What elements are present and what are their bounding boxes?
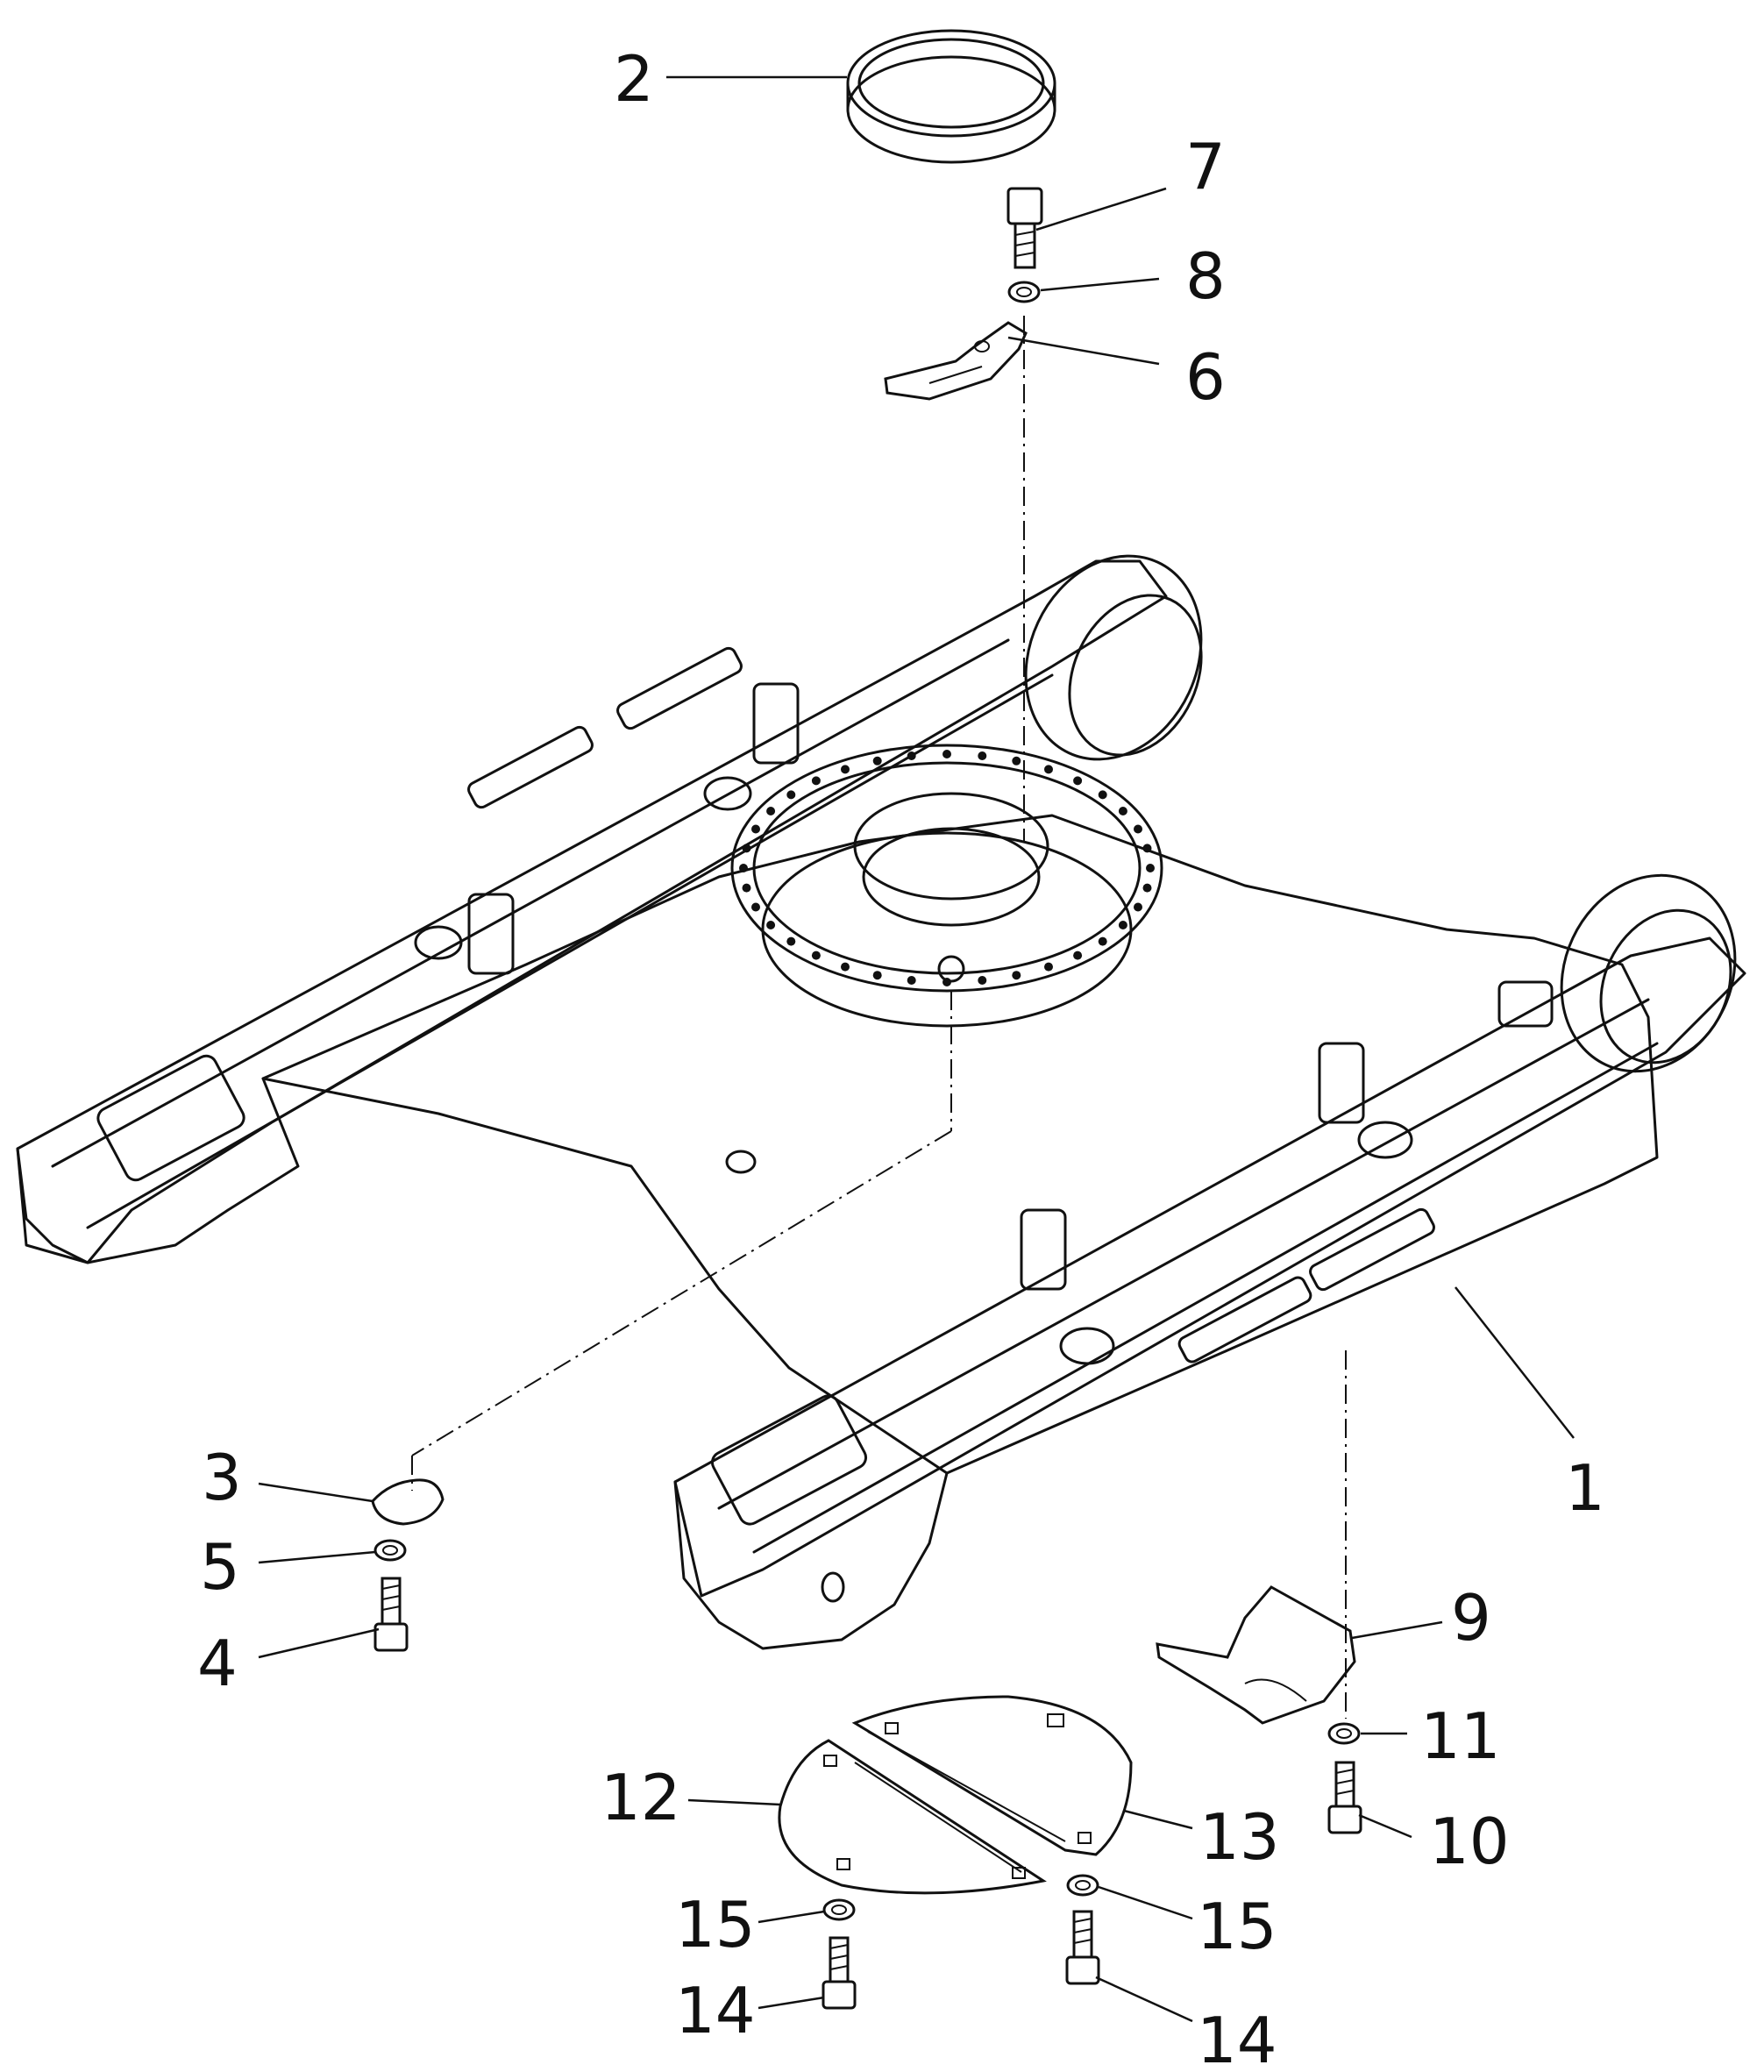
bolt-hole <box>1142 844 1152 853</box>
bolt-hole <box>1118 921 1127 929</box>
callout-12: 12 <box>601 1761 681 1834</box>
callout-15-right: 15 <box>1197 1890 1277 1963</box>
part-4-bolt <box>373 1577 409 1652</box>
part-6-bracket <box>884 321 1028 401</box>
part-14-bolt-right <box>1065 1910 1100 1985</box>
bolt-hole <box>1012 971 1021 980</box>
bolt-hole <box>1142 883 1152 893</box>
bolt-hole <box>1134 824 1142 834</box>
bolt-hole <box>942 750 951 758</box>
swing-circle-bolt-holes <box>739 750 1155 986</box>
part-15-washer-right <box>1066 1874 1099 1897</box>
callout-8: 8 <box>1185 239 1226 313</box>
bolt-hole <box>872 756 882 765</box>
bolt-hole <box>907 976 916 985</box>
bolt-hole <box>1073 776 1083 786</box>
bolt-hole <box>786 936 796 946</box>
part-9-bracket <box>1156 1585 1356 1725</box>
callout-13: 13 <box>1199 1800 1280 1874</box>
part-10-bolt <box>1327 1761 1362 1834</box>
bolt-hole <box>786 790 796 800</box>
part-13-cover-half <box>851 1695 1133 1856</box>
callout-4: 4 <box>197 1627 238 1700</box>
bolt-hole <box>978 976 987 985</box>
part-5-washer <box>373 1539 407 1562</box>
bolt-hole <box>751 902 760 912</box>
callout-2: 2 <box>614 42 654 116</box>
part-14-bolt-left <box>822 1936 857 2010</box>
bolt-hole <box>1044 962 1053 972</box>
callout-15-left: 15 <box>675 1888 756 1962</box>
leader-lines <box>258 75 1575 2023</box>
bolt-hole <box>872 971 882 980</box>
callout-10: 10 <box>1429 1805 1510 1878</box>
bolt-hole <box>942 978 951 986</box>
callout-labels: 1 2 3 4 5 6 7 8 9 10 11 12 13 14 14 15 1… <box>197 42 1605 2072</box>
part-12-cover-half <box>778 1739 1047 1895</box>
part-1-track-frame <box>16 554 1746 1650</box>
callout-6: 6 <box>1185 340 1226 414</box>
bolt-hole <box>841 962 850 972</box>
callout-7: 7 <box>1185 130 1226 203</box>
assembly-centerlines <box>411 316 1347 1719</box>
callout-14-left: 14 <box>675 1974 756 2047</box>
callout-9: 9 <box>1451 1581 1491 1655</box>
bolt-hole <box>1098 936 1107 946</box>
part-8-washer <box>1007 281 1041 303</box>
bolt-hole <box>766 921 776 929</box>
bolt-hole <box>811 776 821 786</box>
part-3-cover-plate <box>371 1478 445 1526</box>
bolt-hole <box>1134 902 1142 912</box>
callout-3: 3 <box>202 1441 242 1514</box>
bolt-hole <box>978 751 987 760</box>
bolt-hole <box>742 844 751 853</box>
bolt-hole <box>1012 756 1021 765</box>
bolt-hole <box>751 824 760 834</box>
bolt-hole <box>766 807 776 815</box>
callout-11: 11 <box>1420 1699 1501 1773</box>
callout-14-right: 14 <box>1197 2004 1277 2072</box>
bolt-hole <box>742 883 751 893</box>
callout-1: 1 <box>1565 1451 1605 1525</box>
bolt-hole <box>1146 864 1155 872</box>
part-7-bolt <box>1006 187 1043 269</box>
bolt-hole <box>841 765 850 774</box>
part-2-ring-seal <box>846 29 1056 164</box>
callout-5: 5 <box>200 1530 240 1604</box>
part-15-washer-left <box>822 1898 856 1921</box>
bolt-hole <box>1098 790 1107 800</box>
bolt-hole <box>811 951 821 960</box>
bolt-hole <box>907 751 916 760</box>
part-11-washer <box>1327 1722 1361 1745</box>
bolt-hole <box>1118 807 1127 815</box>
bolt-hole <box>1073 951 1083 960</box>
bolt-hole <box>1044 765 1053 774</box>
bolt-hole <box>739 864 748 872</box>
